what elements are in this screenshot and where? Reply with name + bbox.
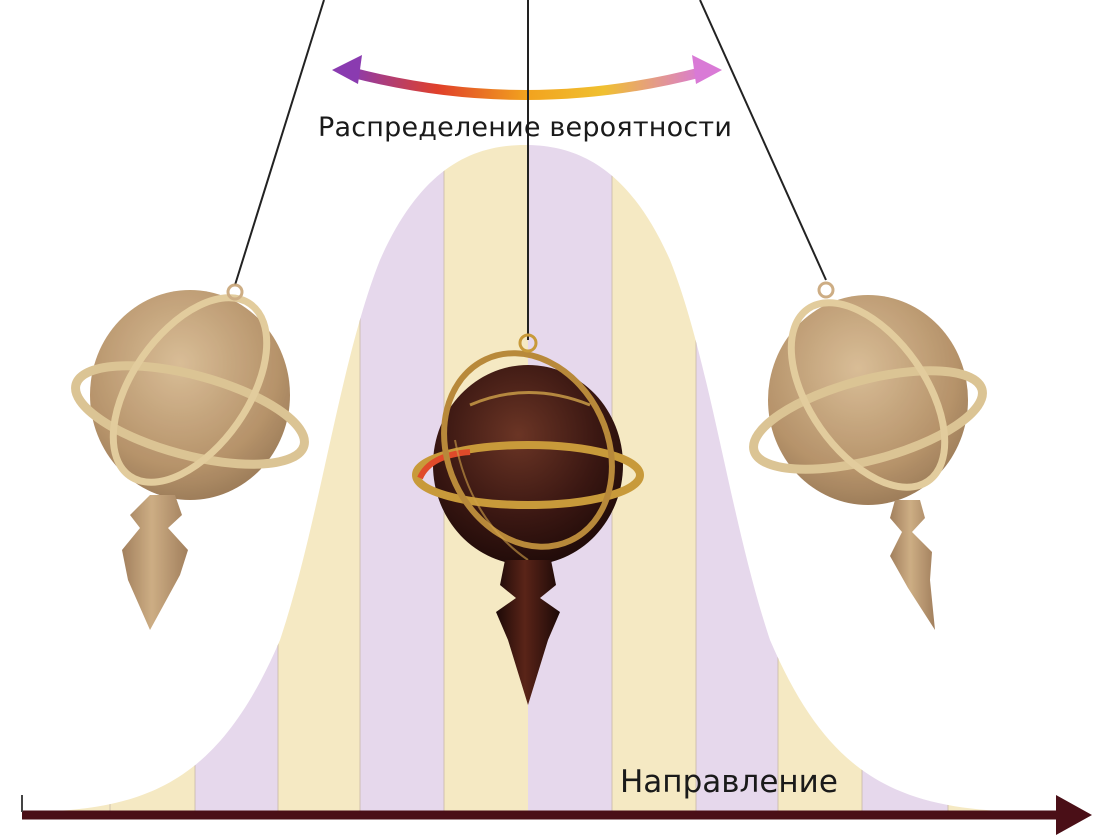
left-string	[235, 0, 324, 285]
right-pendulum	[744, 276, 993, 630]
axis-arrow-head	[1056, 795, 1092, 835]
arrow-right-head	[692, 55, 722, 84]
left-pendulum	[66, 271, 315, 630]
direction-label: Направление	[620, 764, 838, 800]
arrow-left-head	[332, 55, 362, 84]
band	[20, 100, 110, 820]
probability-distribution-label: Распределение вероятности	[318, 112, 732, 143]
band	[948, 100, 1048, 820]
